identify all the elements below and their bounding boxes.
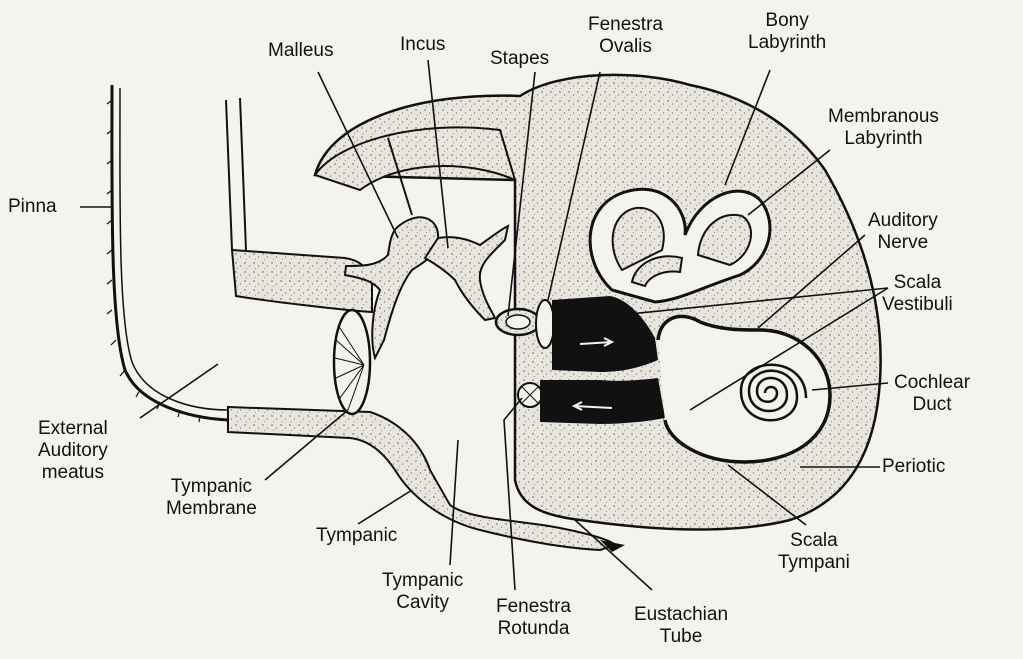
label-external-auditory-meatus: External Auditory meatus [38, 418, 108, 484]
fenestra-ovalis [536, 300, 554, 348]
label-cochlear-duct: Cochlear Duct [894, 372, 970, 416]
pinna-inner [120, 88, 228, 410]
label-scala-tympani: Scala Tympani [778, 530, 850, 574]
label-tympanic-membrane: Tympanic Membrane [166, 476, 257, 520]
label-tympanic: Tympanic [316, 525, 397, 547]
upper-canal-line [226, 98, 246, 250]
label-stapes: Stapes [490, 48, 549, 70]
label-fenestra-rotunda: Fenestra Rotunda [496, 596, 571, 640]
label-periotic: Periotic [882, 456, 945, 478]
label-auditory-nerve: Auditory Nerve [868, 210, 938, 254]
label-tympanic-cavity: Tympanic Cavity [382, 570, 463, 614]
scala-tympani-fluid [540, 378, 665, 424]
label-malleus: Malleus [268, 40, 333, 62]
label-bony-labyrinth: Bony Labyrinth [748, 10, 826, 54]
label-membranous-labyrinth: Membranous Labyrinth [828, 106, 939, 150]
label-pinna: Pinna [8, 196, 57, 218]
incus [425, 226, 508, 320]
external-canal-upper-wall [232, 250, 372, 312]
label-scala-vestibuli: Scala Vestibuli [882, 272, 953, 316]
label-incus: Incus [400, 34, 445, 56]
label-fenestra-ovalis: Fenestra Ovalis [588, 14, 663, 58]
label-eustachian-tube: Eustachian Tube [634, 604, 728, 648]
